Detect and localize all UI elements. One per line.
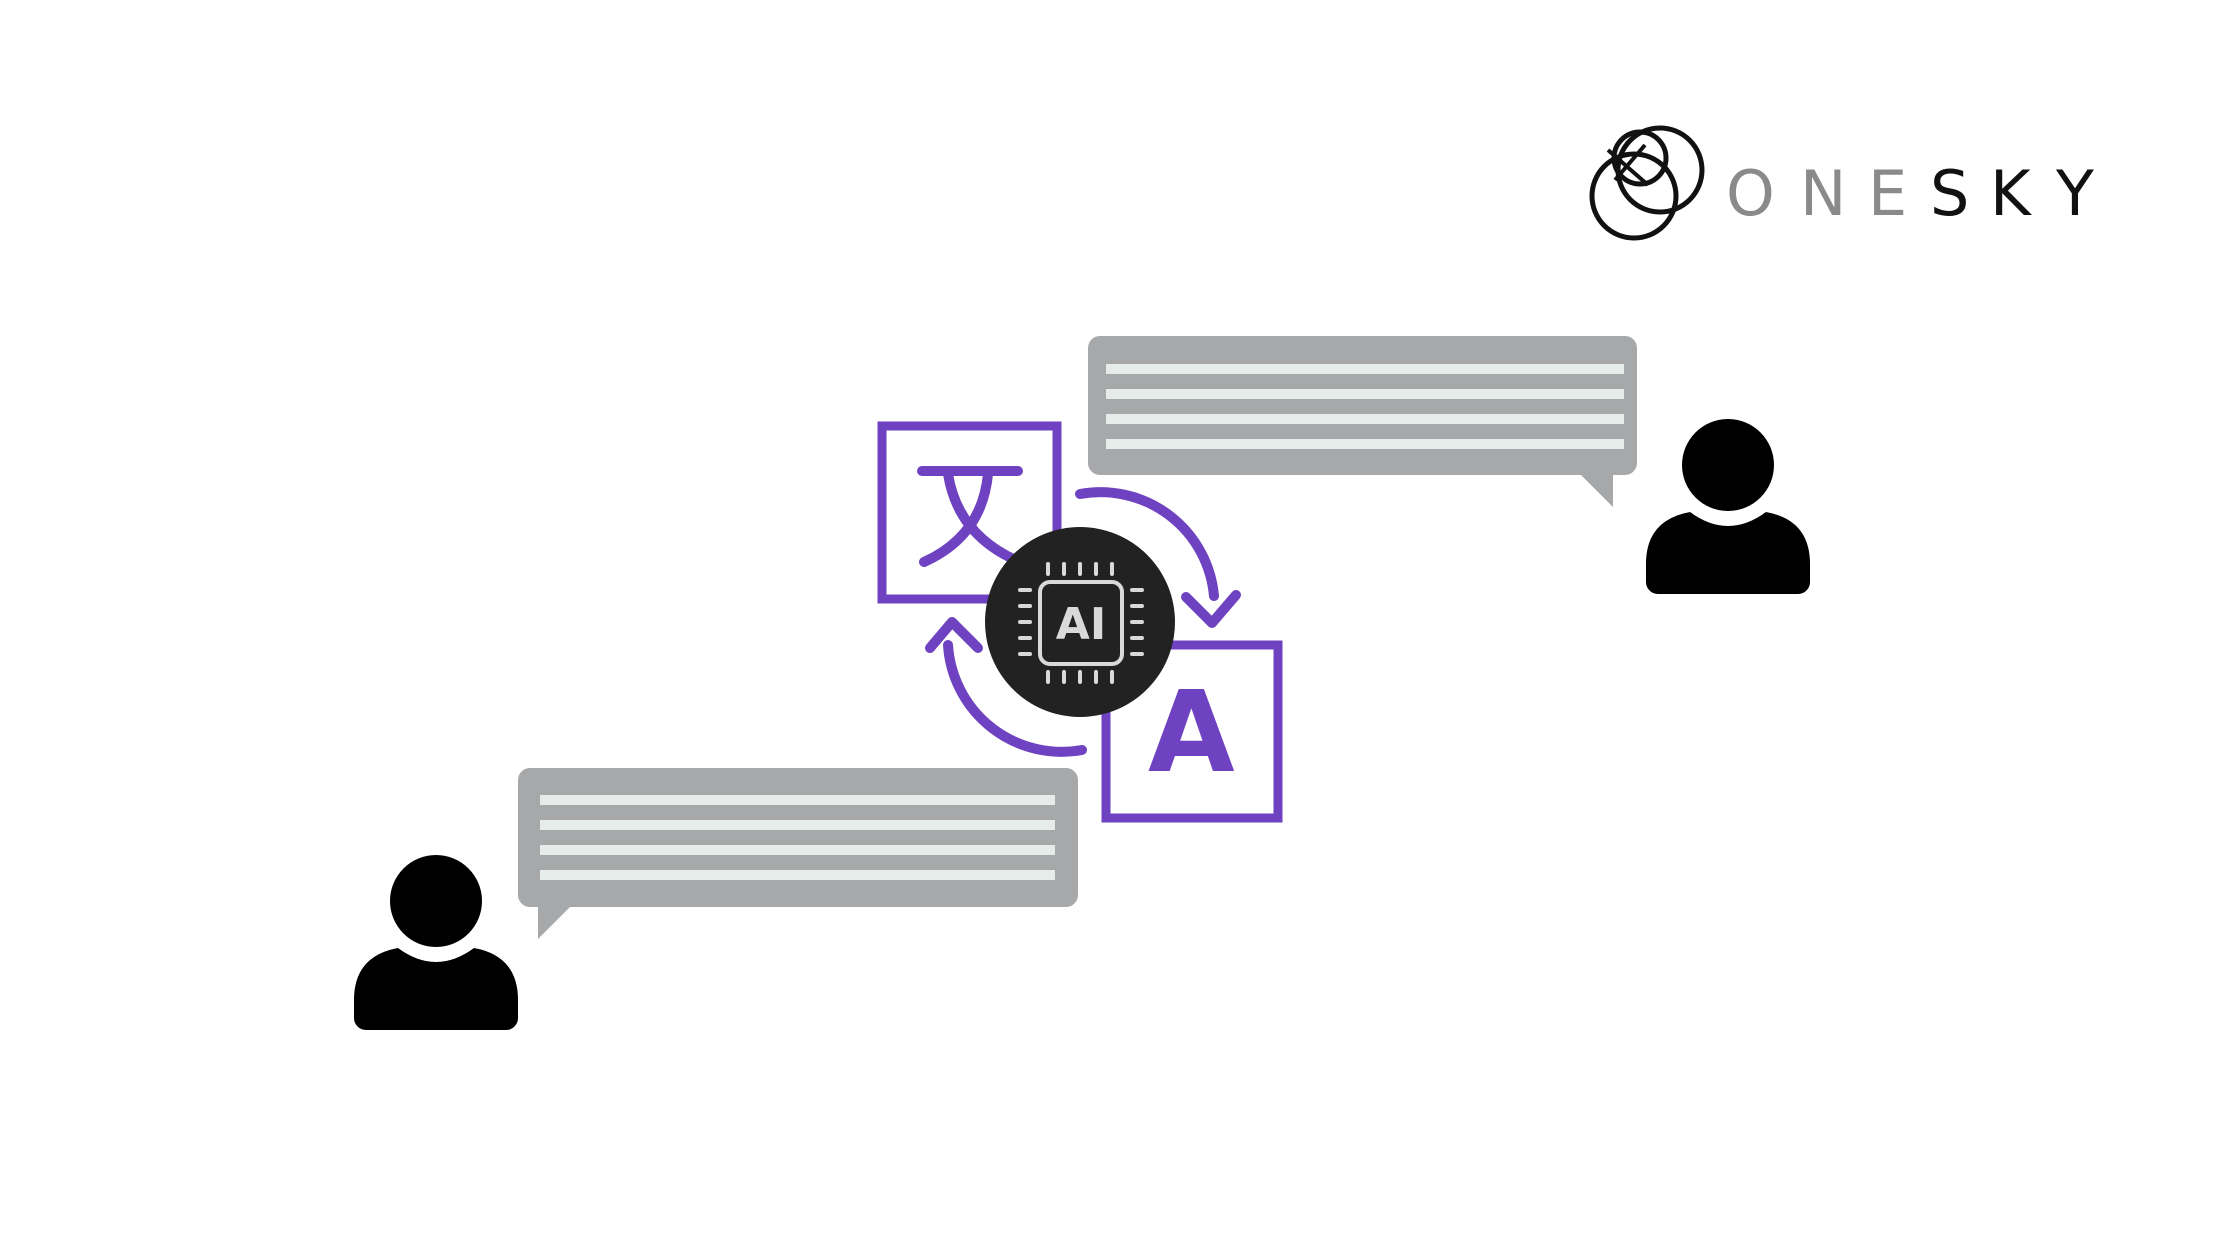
text-line bbox=[1106, 414, 1624, 424]
text-line bbox=[1106, 439, 1624, 449]
text-line bbox=[540, 820, 1055, 830]
source-language-box: 文 bbox=[877, 421, 1062, 604]
onesky-logo: O N E S K Y bbox=[1589, 125, 2094, 241]
logo-letter-e: E bbox=[1868, 157, 1907, 230]
wen-character-icon bbox=[917, 466, 1025, 567]
text-line bbox=[1106, 364, 1624, 374]
text-line bbox=[540, 845, 1055, 855]
target-glyph: A bbox=[1148, 668, 1235, 798]
logo-letter-n: N bbox=[1800, 157, 1846, 230]
ai-chip-label: AI bbox=[1056, 599, 1106, 650]
logo-mark-icon bbox=[1589, 125, 1705, 241]
person-icon bbox=[354, 855, 518, 1030]
logo-letter-y: Y bbox=[2055, 157, 2094, 230]
person-icon bbox=[1646, 419, 1810, 594]
ai-chip-icon: AI bbox=[985, 527, 1175, 717]
text-line bbox=[540, 870, 1055, 880]
rotate-arrows-icon bbox=[925, 487, 1241, 757]
logo-letter-o: O bbox=[1726, 157, 1775, 230]
speech-bubble-top bbox=[1088, 336, 1637, 507]
text-line bbox=[540, 795, 1055, 805]
text-line bbox=[1106, 389, 1624, 399]
target-language-box: A bbox=[1101, 640, 1283, 823]
logo-letter-k: K bbox=[1990, 157, 2032, 230]
logo-letter-s: S bbox=[1930, 157, 1969, 230]
speech-bubble-bottom bbox=[518, 768, 1078, 939]
